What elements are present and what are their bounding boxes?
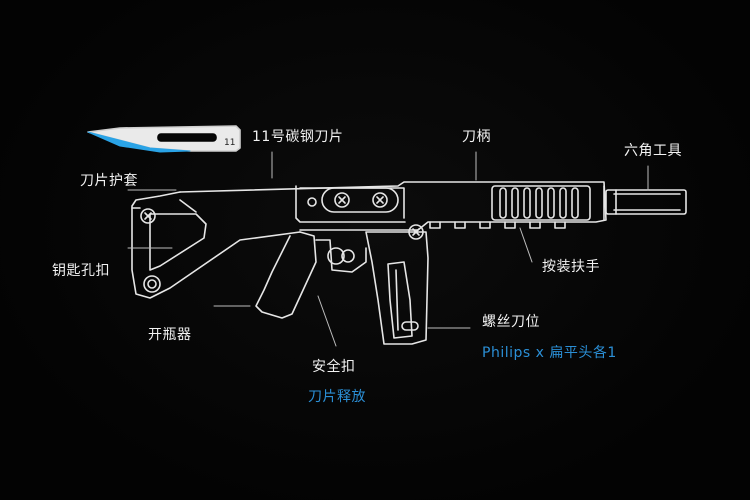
label-hex-tool: 六角工具 <box>624 143 682 159</box>
tool-handle-body <box>179 181 687 231</box>
label-screwdriver-bits: Philips x 扁平头各1 <box>482 345 617 361</box>
label-safety-buckle: 安全扣 <box>312 359 356 375</box>
label-keyring-hole: 钥匙孔扣 <box>52 263 110 279</box>
label-blade-11: 11号碳钢刀片 <box>252 129 344 145</box>
label-blade-cover: 刀片护套 <box>80 173 138 189</box>
label-bottle-opener: 开瓶器 <box>148 327 192 343</box>
blade-marking: 11 <box>224 138 235 148</box>
blade-cover <box>307 187 399 213</box>
tool-grip <box>255 231 367 319</box>
label-rail: 按装扶手 <box>542 259 600 275</box>
label-blade-release: 刀片释放 <box>308 389 366 405</box>
tool-stock <box>131 191 301 299</box>
label-handle: 刀柄 <box>462 129 491 145</box>
scalpel-blade-icon: 11 <box>87 125 241 153</box>
callout-lines <box>127 151 649 347</box>
tool-magazine <box>365 224 429 345</box>
label-screwdriver-slot: 螺丝刀位 <box>482 314 540 330</box>
